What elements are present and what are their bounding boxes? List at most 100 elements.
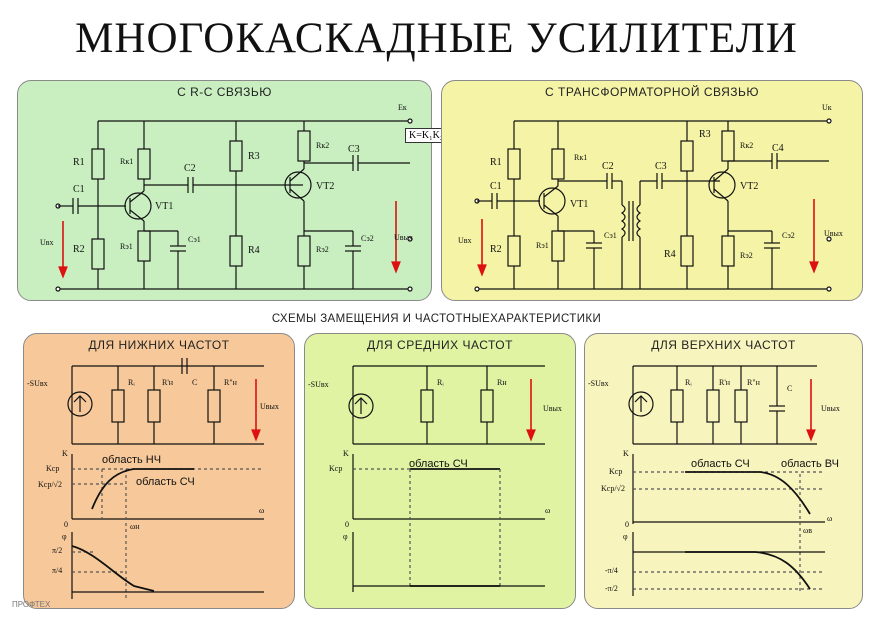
rc-label-r3: R3: [248, 151, 260, 162]
trans-label-rk2: Rк2: [740, 141, 754, 150]
high-phase-curve: [685, 551, 811, 590]
poster-title: МНОГОКАСКАДНЫЕ УСИЛИТЕЛИ: [75, 15, 798, 62]
low-label-k: K: [62, 449, 68, 458]
mid-region: область СЧ: [409, 458, 468, 470]
panel-low-frequency: ДЛЯ НИЖНИХ ЧАСТОТ -SUвх Rᵢ R'н C: [23, 333, 295, 609]
low-label-uvyx: Uвых: [260, 402, 279, 411]
panel-high-title: ДЛЯ ВЕРХНИХ ЧАСТОТ: [651, 338, 796, 352]
rc-label-re1: Rэ1: [120, 242, 133, 251]
mid-label-ri: Rᵢ: [437, 378, 444, 387]
rc-vt2-transistor: [284, 171, 312, 199]
high-label-kcp2: Kср/√2: [601, 484, 625, 493]
rc-label-c3: C3: [348, 144, 360, 155]
trans-label-vt2: VT2: [740, 181, 759, 192]
low-label-rn2: R"н: [224, 378, 237, 387]
high-label-m4: -π/4: [605, 566, 618, 575]
panel-rc-title: С R-C СВЯЗЬЮ: [177, 85, 272, 99]
mid-label-w: ω: [545, 506, 551, 515]
rc-r2-resistor: [91, 238, 105, 270]
rc-re2-resistor: [297, 235, 311, 267]
high-label-ri: Rᵢ: [685, 378, 692, 387]
rc-label-ce2: Cэ2: [361, 234, 374, 243]
trans-label-c2: C2: [602, 161, 614, 172]
rc-rk1-resistor: [137, 148, 151, 180]
trans-label-vt1: VT1: [570, 199, 589, 210]
low-amp-curve: [91, 468, 194, 510]
high-amp-curve: [685, 471, 811, 515]
rc-r3-resistor: [229, 140, 243, 172]
rc-rk2-resistor: [297, 130, 311, 162]
rc-label-uvx: Uвх: [40, 238, 54, 247]
rc-r1-resistor: [91, 148, 105, 180]
low-region-mf: область СЧ: [136, 476, 195, 488]
mid-label-phi: φ: [343, 532, 348, 541]
trans-label-r2: R2: [490, 244, 502, 255]
low-ri-resistor: [111, 389, 125, 423]
low-region-lf: область НЧ: [102, 454, 162, 466]
high-label-phi: φ: [623, 532, 628, 541]
high-label-rn1: R'н: [719, 378, 731, 387]
low-label-p4: π/4: [52, 566, 63, 575]
mid-current-source-icon: [348, 393, 374, 419]
low-label-c: C: [192, 378, 198, 387]
high-label-k: K: [623, 449, 629, 458]
trans-secondary-winding: [636, 204, 642, 238]
high-current-source-icon: [628, 391, 654, 417]
trans-label-rk1: Rк1: [574, 153, 588, 162]
mid-label-k: K: [343, 449, 349, 458]
rc-label-re2: Rэ2: [316, 245, 329, 254]
trans-label-uvyx: Uвых: [824, 229, 843, 238]
trans-vt2-transistor: [708, 171, 736, 199]
low-label-kcp: Kср: [46, 464, 60, 473]
rc-label-c1: C1: [73, 184, 85, 195]
trans-label-uk: Uк: [822, 103, 832, 112]
rc-label-uvyx: Uвых: [394, 233, 413, 242]
low-label-w: ω: [259, 506, 265, 515]
trans-label-ce2: Cэ2: [782, 231, 795, 240]
rc-label-ce1: Cэ1: [188, 235, 201, 244]
panel-mid-title: ДЛЯ СРЕДНИХ ЧАСТОТ: [367, 338, 513, 352]
panel-high-frequency: ДЛЯ ВЕРХНИХ ЧАСТОТ -SUвх Rᵢ R'н R"н C Uв…: [584, 333, 863, 609]
high-label-uvyx: Uвых: [821, 404, 840, 413]
low-freq-diagram: [67, 358, 264, 599]
rc-label-rk1: Rк1: [120, 157, 134, 166]
mid-label-kcp: Kср: [329, 464, 343, 473]
high-label-c: C: [787, 384, 793, 393]
mid-freq-diagram: [348, 365, 545, 592]
trans-label-r3: R3: [699, 129, 711, 140]
high-region-hf: область ВЧ: [781, 458, 839, 470]
rc-label-r4: R4: [248, 245, 260, 256]
trans-label-re1: Rэ1: [536, 241, 549, 250]
trans-primary-winding: [620, 204, 626, 238]
trans-label-ce1: Cэ1: [604, 231, 617, 240]
trans-label-uvx: Uвх: [458, 236, 472, 245]
rc-label-vt1: VT1: [155, 201, 174, 212]
low-label-src: -SUвх: [27, 379, 48, 388]
high-label-src: -SUвх: [588, 379, 609, 388]
high-label-kcp: Kср: [609, 467, 623, 476]
panel-trans-title: С ТРАНСФОРМАТОРНОЙ СВЯЗЬЮ: [544, 85, 760, 99]
section-caption: СХЕМЫ ЗАМЕЩЕНИЯ И ЧАСТОТНЫЕХАРАКТЕРИСТИК…: [271, 313, 602, 325]
low-label-rn1: R'н: [162, 378, 174, 387]
high-label-m2: -π/2: [605, 584, 618, 593]
high-region-mf: область СЧ: [691, 458, 750, 470]
transformer-circuit-diagram: [474, 118, 832, 292]
trans-label-c4: C4: [772, 143, 784, 154]
high-label-zero: 0: [625, 520, 629, 529]
trans-vt1-transistor: [538, 187, 566, 215]
high-label-w: ω: [827, 514, 833, 523]
panel-transformer-coupling: С ТРАНСФОРМАТОРНОЙ СВЯЗЬЮ: [441, 80, 863, 301]
rc-re1-resistor: [137, 230, 151, 262]
high-freq-diagram: [628, 365, 825, 596]
rc-label-c2: C2: [184, 163, 196, 174]
trans-label-re2: Rэ2: [740, 251, 753, 260]
rc-label-r1: R1: [73, 157, 85, 168]
trans-label-r1: R1: [490, 157, 502, 168]
rc-label-r2: R2: [73, 244, 85, 255]
rc-label-rk2: Rк2: [316, 141, 330, 150]
publisher-logo: ПРОФТЕХ: [12, 600, 51, 609]
panel-rc-coupling: С R-C СВЯЗЬЮ: [17, 80, 432, 301]
low-phase-curve: [71, 545, 155, 592]
panel-mid-frequency: ДЛЯ СРЕДНИХ ЧАСТОТ -SUвх Rᵢ Rн Uвых K Kс…: [304, 333, 576, 609]
low-current-source-icon: [67, 391, 93, 417]
